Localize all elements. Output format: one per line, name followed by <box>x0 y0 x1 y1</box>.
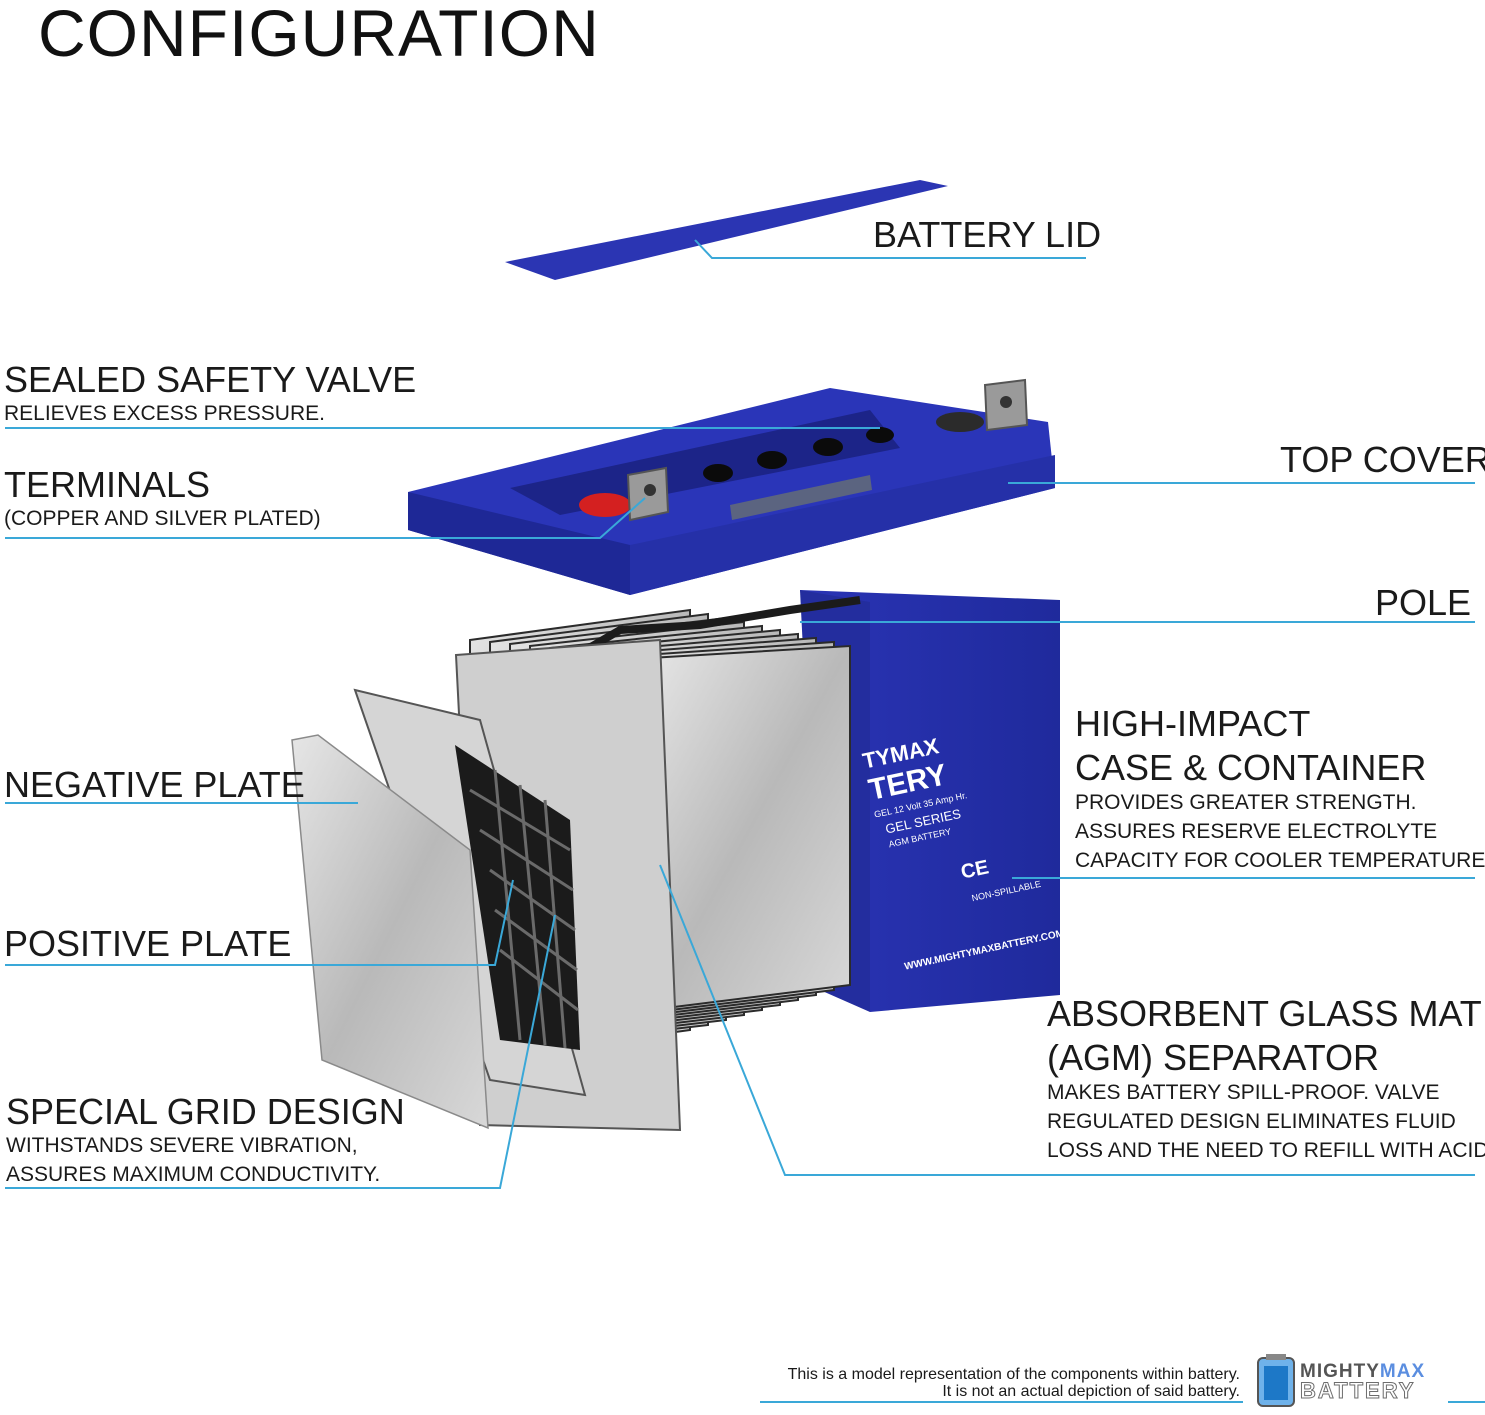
footer-note: This is a model representation of the co… <box>788 1366 1240 1400</box>
label-high-impact-sub-2: ASSURES RESERVE ELECTROLYTE <box>1075 819 1438 843</box>
label-positive-plate-heading: POSITIVE PLATE <box>4 923 292 964</box>
label-battery-lid-heading: BATTERY LID <box>873 214 1102 255</box>
label-high-impact-sub-1: PROVIDES GREATER STRENGTH. <box>1075 790 1417 814</box>
label-agm-heading-2: (AGM) SEPARATOR <box>1047 1037 1380 1079</box>
negative-plate-shape <box>291 734 489 1130</box>
leader-positive-plate <box>5 879 514 966</box>
footer-brand-battery: BATTERY <box>1299 1378 1416 1403</box>
label-special-grid-sub-1: WITHSTANDS SEVERE VIBRATION, <box>6 1134 358 1158</box>
label-positive-plate: POSITIVE PLATE <box>4 923 292 964</box>
battery-lid-shape <box>505 180 948 280</box>
label-agm: ABSORBENT GLASS MAT (AGM) SEPARATOR MAKE… <box>1047 993 1485 1166</box>
label-pole: POLE <box>1375 582 1472 623</box>
label-sealed-safety-valve-heading: SEALED SAFETY VALVE <box>4 359 417 400</box>
label-special-grid: SPECIAL GRID DESIGN WITHSTANDS SEVERE VI… <box>6 1091 405 1190</box>
label-top-cover-heading: TOP COVER <box>1280 439 1485 480</box>
footer-brand-logo: MIGHTYMAX BATTERY <box>1299 1361 1426 1403</box>
footer-note-line-1: This is a model representation of the co… <box>787 1366 1240 1383</box>
label-high-impact-heading-2: CASE & CONTAINER <box>1075 747 1427 789</box>
label-high-impact-heading-1: HIGH-IMPACT <box>1075 703 1311 744</box>
label-sealed-safety-valve: SEALED SAFETY VALVE RELIEVES EXCESS PRES… <box>4 359 417 429</box>
footer-brand-mighty: MIGHTY <box>1300 1361 1380 1382</box>
leader-terminals <box>5 497 646 539</box>
top-cover-shape <box>408 388 1055 595</box>
label-sealed-safety-valve-sub: RELIEVES EXCESS PRESSURE. <box>4 402 325 426</box>
label-terminals-heading: TERMINALS <box>4 464 211 505</box>
label-battery-lid: BATTERY LID <box>873 214 1102 255</box>
label-high-impact: HIGH-IMPACT CASE & CONTAINER PROVIDES GR… <box>1075 703 1485 876</box>
footer-battery-icon <box>1257 1354 1295 1407</box>
label-high-impact-sub-3: CAPACITY FOR COOLER TEMPERATURES. <box>1075 848 1485 872</box>
label-agm-heading-1: ABSORBENT GLASS MAT <box>1047 993 1482 1034</box>
label-terminals-sub: (COPPER AND SILVER PLATED) <box>4 507 321 531</box>
label-terminals: TERMINALS (COPPER AND SILVER PLATED) <box>4 464 321 534</box>
footer-brand-max: MAX <box>1379 1361 1426 1382</box>
label-agm-sub-1: MAKES BATTERY SPILL-PROOF. VALVE <box>1047 1080 1440 1104</box>
label-negative-plate-heading: NEGATIVE PLATE <box>4 764 305 805</box>
label-pole-heading: POLE <box>1375 582 1472 623</box>
label-special-grid-heading: SPECIAL GRID DESIGN <box>6 1091 405 1132</box>
label-top-cover: TOP COVER <box>1280 439 1485 480</box>
leader-battery-lid <box>694 239 1086 259</box>
terminal-negative <box>983 378 1029 432</box>
terminal-positive <box>626 466 670 522</box>
leader-lines <box>5 239 1485 1403</box>
label-special-grid-sub-2: ASSURES MAXIMUM CONDUCTIVITY. <box>6 1163 381 1187</box>
leader-special-grid <box>5 914 556 1189</box>
footer-note-line-2: It is not an actual depiction of said ba… <box>942 1383 1240 1400</box>
label-agm-sub-2: REGULATED DESIGN ELIMINATES FLUID <box>1047 1109 1456 1133</box>
label-agm-sub-3: LOSS AND THE NEED TO REFILL WITH ACID. <box>1047 1138 1485 1162</box>
label-negative-plate: NEGATIVE PLATE <box>4 764 305 805</box>
leader-agm <box>659 864 1475 1176</box>
page-title: CONFIGURATION <box>38 0 600 70</box>
